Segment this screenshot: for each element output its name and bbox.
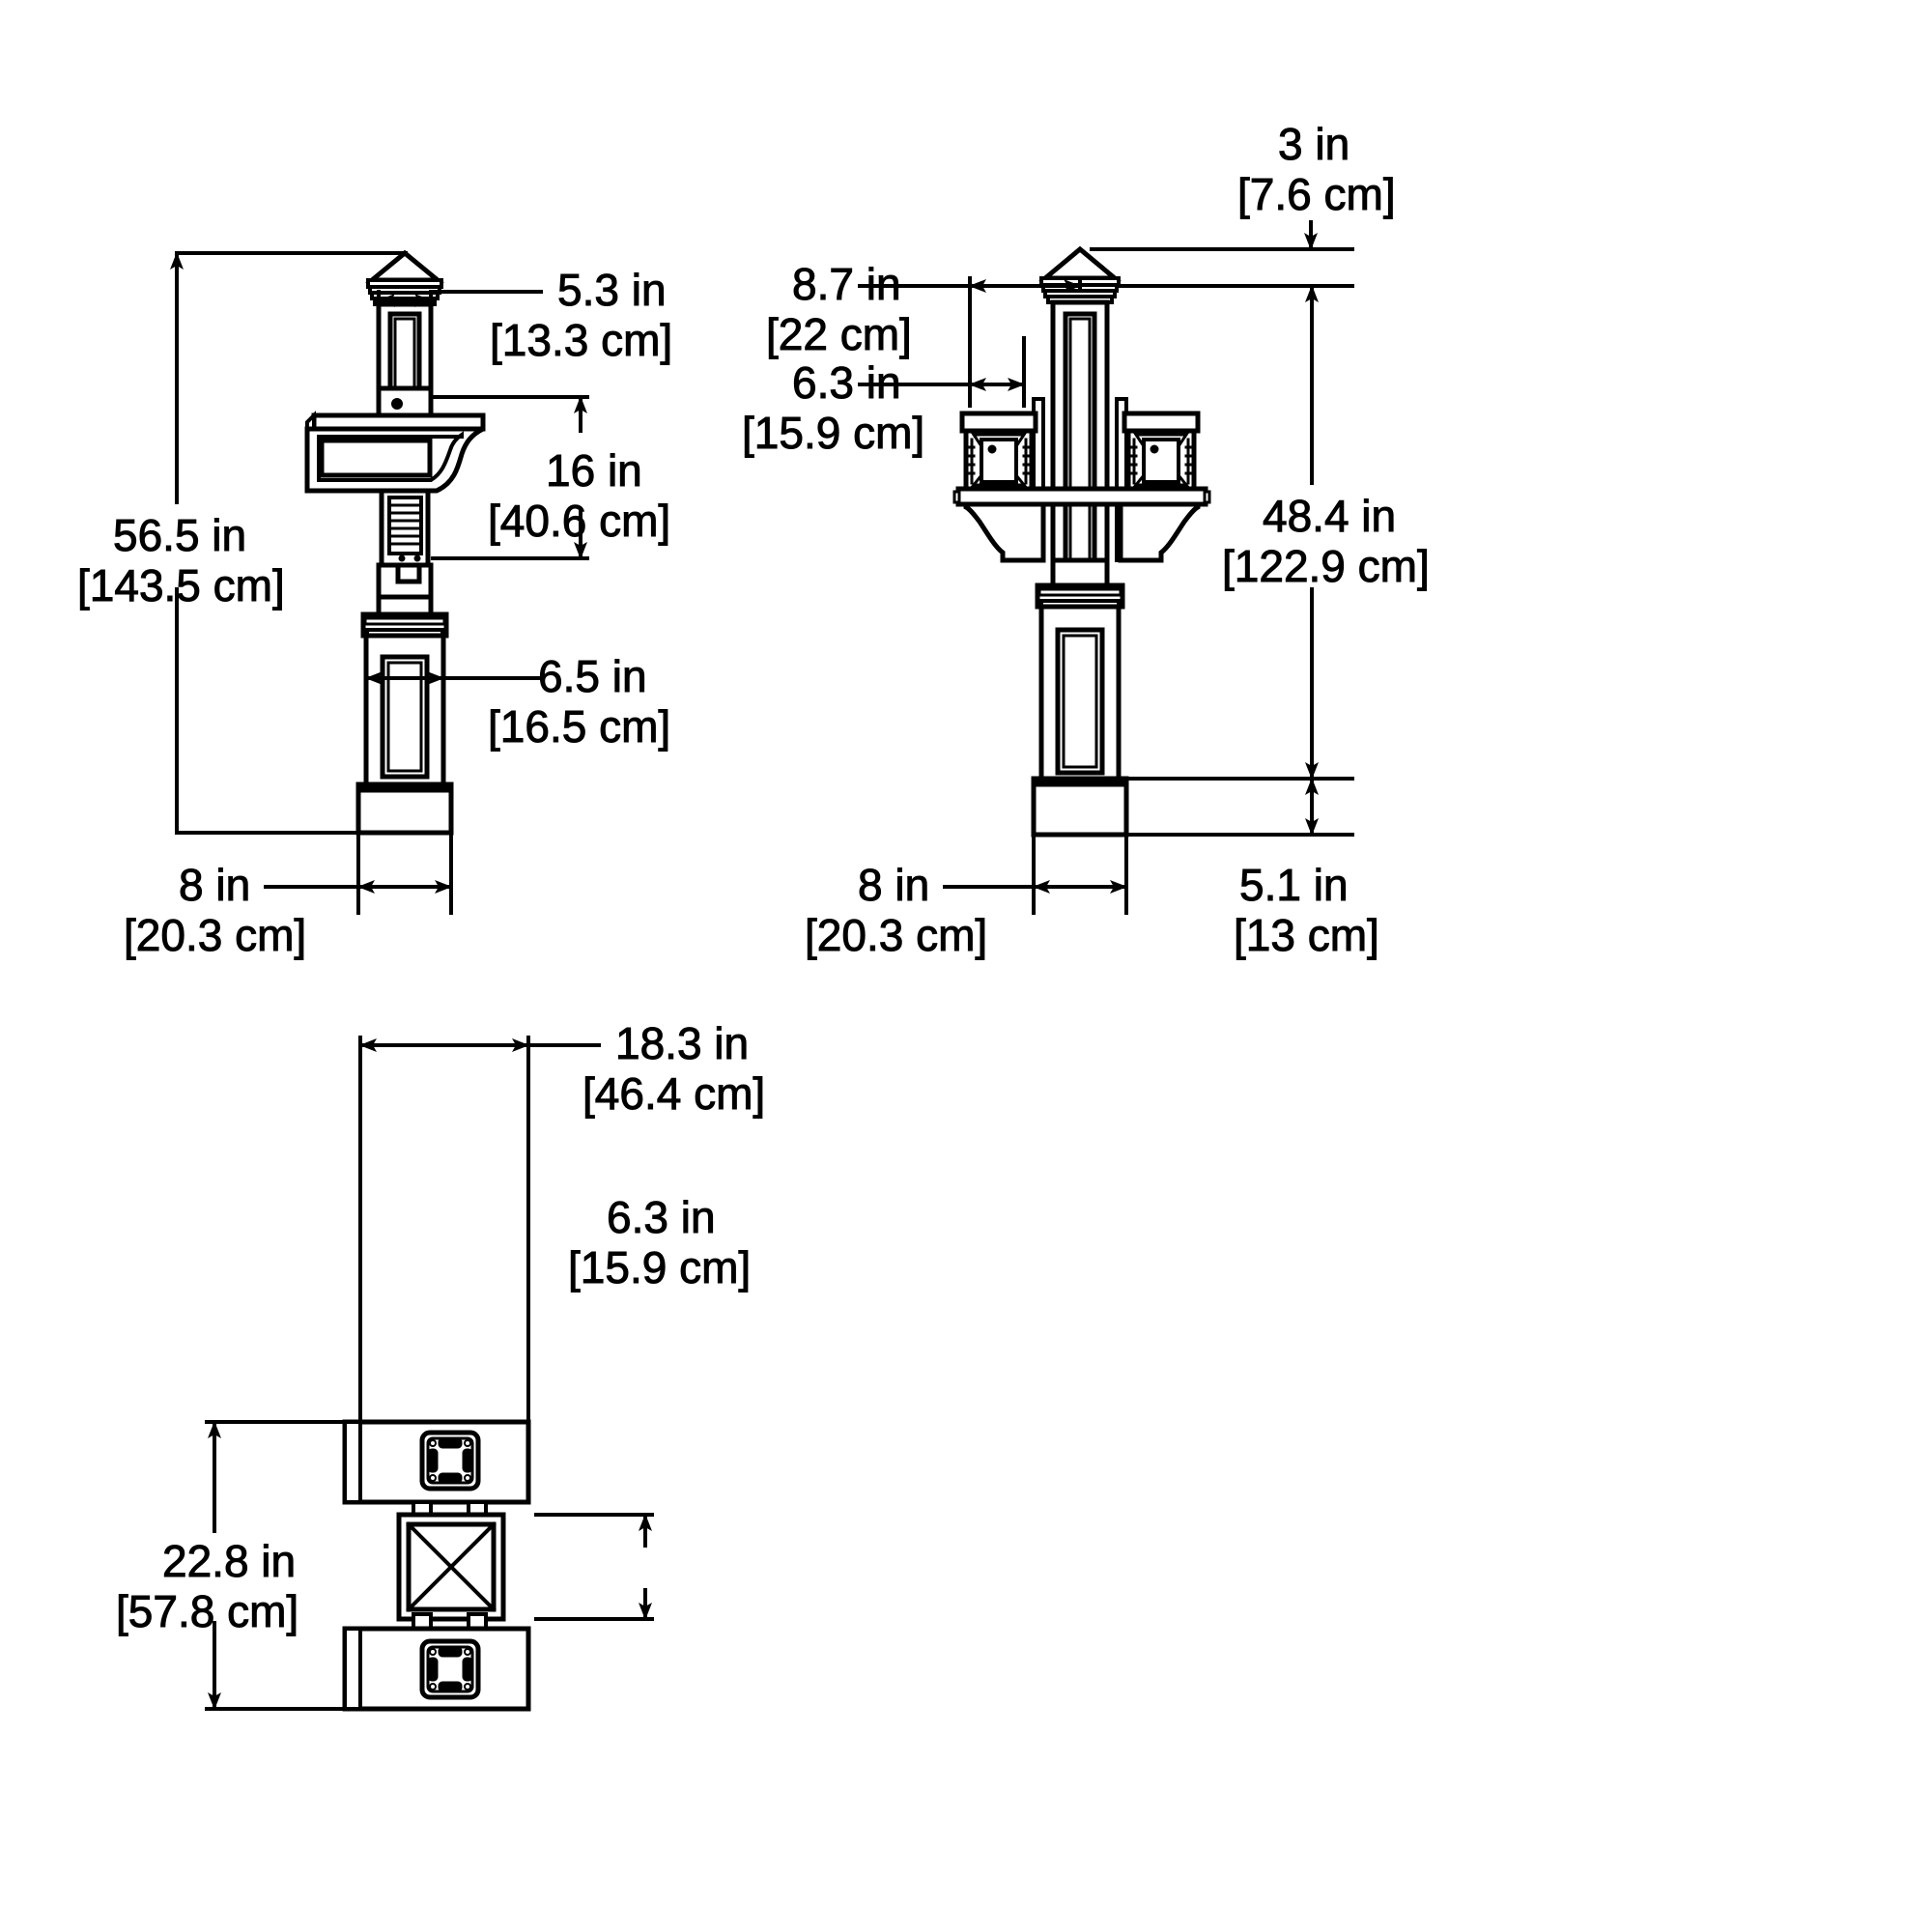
dim-top-length-cm: [46.4 cm] bbox=[582, 1068, 765, 1119]
side-view-dimensions: 56.5 in [143.5 cm] 5.3 in [13.3 cm] 16 i… bbox=[77, 251, 673, 961]
side-view-base bbox=[355, 781, 454, 836]
dim-post-height-in: 48.4 in bbox=[1263, 491, 1396, 541]
top-view-dimensions: 18.3 in [46.4 cm] 22.8 in [57.8 cm] 6.3 … bbox=[116, 1018, 766, 1711]
front-view bbox=[952, 245, 1211, 838]
dim-front-base-height-in: 5.1 in bbox=[1239, 860, 1349, 910]
front-view-base bbox=[1031, 776, 1129, 838]
dim-lamp-offset-cm: [15.9 cm] bbox=[742, 408, 924, 458]
dim-post-height-cm: [122.9 cm] bbox=[1222, 541, 1430, 591]
dim-mailbox-top-width-cm: [13.3 cm] bbox=[490, 315, 672, 365]
dim-arm-span-in: 8.7 in bbox=[792, 259, 901, 309]
dim-top-center-cm: [15.9 cm] bbox=[568, 1242, 751, 1293]
dim-mailbox-top-width-in: 5.3 in bbox=[557, 265, 667, 315]
top-view-upper-box bbox=[342, 1419, 531, 1505]
dim-post-width-in: 6.5 in bbox=[538, 651, 647, 701]
dim-cap-height-cm: [7.6 cm] bbox=[1237, 169, 1396, 219]
top-view-center-post bbox=[396, 1512, 506, 1622]
dim-side-base-width-cm: [20.3 cm] bbox=[124, 910, 306, 960]
front-view-lower-post bbox=[1038, 604, 1122, 787]
dim-front-base-width-cm: [20.3 cm] bbox=[805, 910, 987, 960]
dim-side-base-width-in: 8 in bbox=[179, 860, 250, 910]
side-view-mid-louver bbox=[379, 488, 431, 568]
dim-cap-height-in: 3 in bbox=[1278, 119, 1350, 169]
dim-arm-span-cm: [22 cm] bbox=[766, 309, 912, 359]
front-view-lantern-left bbox=[959, 411, 1038, 492]
side-view-mailbox bbox=[304, 411, 486, 494]
top-view-lower-box bbox=[342, 1626, 531, 1712]
dim-top-depth-cm: [57.8 cm] bbox=[116, 1586, 298, 1636]
dim-overall-height-in: 56.5 in bbox=[113, 510, 246, 560]
dim-lamp-offset-in: 6.3 in bbox=[792, 357, 901, 408]
front-view-lantern-right bbox=[1122, 411, 1201, 492]
dim-overall-height-cm: [143.5 cm] bbox=[77, 560, 285, 611]
dim-top-length-in: 18.3 in bbox=[615, 1018, 749, 1068]
dim-top-depth-in: 22.8 in bbox=[162, 1536, 296, 1586]
top-view bbox=[342, 1419, 531, 1712]
dim-post-width-cm: [16.5 cm] bbox=[488, 701, 670, 752]
dim-mailbox-height-cm: [40.6 cm] bbox=[488, 496, 670, 546]
dim-front-base-height-cm: [13 cm] bbox=[1234, 910, 1379, 960]
front-view-brackets bbox=[963, 501, 1201, 563]
dim-front-base-width-in: 8 in bbox=[858, 860, 929, 910]
side-view-lower-post bbox=[363, 633, 446, 793]
front-view-arm-shelf bbox=[952, 486, 1211, 507]
dim-top-center-in: 6.3 in bbox=[607, 1192, 716, 1242]
front-view-dimensions: 8.7 in [22 cm] 6.3 in [15.9 cm] 3 in [7.… bbox=[742, 119, 1431, 961]
dim-mailbox-height-in: 16 in bbox=[546, 445, 642, 496]
side-view-lower-block bbox=[376, 562, 434, 600]
front-view-upper-post bbox=[1050, 299, 1110, 590]
